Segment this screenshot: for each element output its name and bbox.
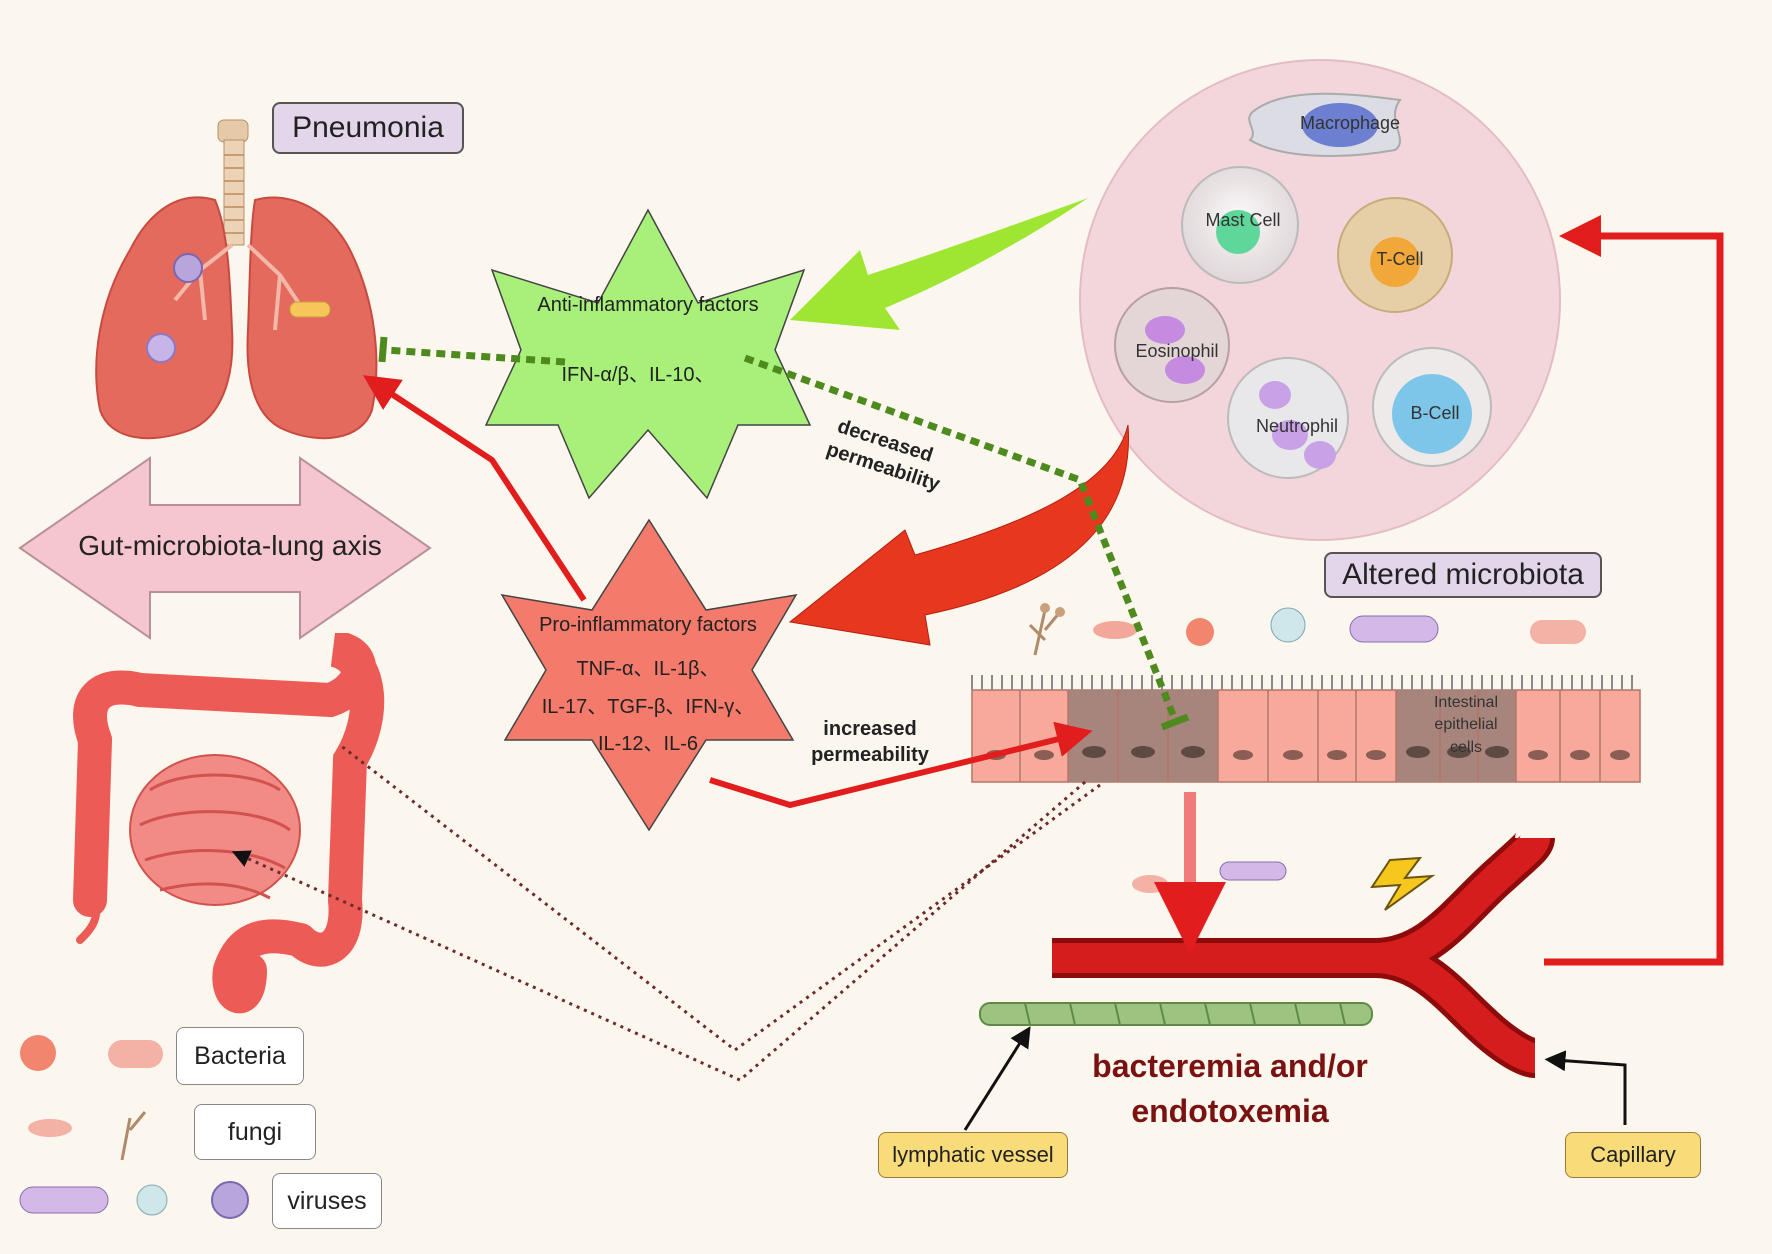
immune-cells-illustration [1114, 92, 1492, 479]
pro-inflammatory-line1: TNF-α、IL-1β、 [576, 658, 720, 680]
mast-cell-label: Mast Cell [1205, 210, 1281, 230]
legend-fungi: fungi [194, 1104, 316, 1160]
lymphatic-vessel-label: lymphatic vessel [878, 1132, 1068, 1178]
translocating-virus [1219, 861, 1287, 881]
inhibit-line-lungs [384, 346, 566, 366]
epithelial-label-3: cells [1449, 739, 1482, 756]
pro-inflammatory-star [500, 518, 798, 832]
epithelial-cell-row [971, 675, 1641, 783]
neutrophil-label: Neutrophil [1255, 416, 1339, 436]
anti-inflammatory-title: Anti-inflammatory factors [537, 294, 759, 316]
gut-lung-axis-arrow [18, 456, 432, 640]
microbiota-row [1028, 603, 1586, 656]
increased-permeability-label: permeability [811, 744, 929, 766]
anti-inflammatory-star [484, 208, 812, 500]
t-cell-label: T-Cell [1376, 249, 1424, 269]
pneumonia-label: Pneumonia [272, 102, 464, 154]
dotted-line-2 [231, 780, 1086, 1082]
pro-inflammatory-title: Pro-inflammatory factors [539, 614, 757, 636]
inhibit-bar-lungs [378, 336, 388, 363]
axis-label: Gut-microbiota-lung axis [78, 530, 382, 561]
altered-microbiota-label: Altered microbiota [1324, 552, 1602, 598]
legend-viruses: viruses [272, 1173, 382, 1229]
intestine-illustration [73, 633, 385, 1014]
pointer-lymphatic [963, 1026, 1031, 1131]
translocating-bacterium [1132, 875, 1168, 893]
bacteremia-label: bacteremia and/or [1092, 1048, 1368, 1084]
legend-bacteria: Bacteria [176, 1027, 304, 1085]
green-arrow [790, 198, 1088, 330]
arrow-pro-to-lungs [362, 375, 587, 602]
arrow-feedback-loop [1544, 215, 1724, 966]
capillary-label: Capillary [1565, 1132, 1701, 1178]
lymphatic-vessel [979, 1002, 1373, 1026]
increased-label: increased [823, 718, 917, 740]
epithelial-label-2: epithelial [1434, 716, 1498, 733]
b-cell-label: B-Cell [1410, 403, 1460, 423]
pro-inflammatory-line3: IL-12、IL-6 [597, 733, 699, 755]
pointer-capillary [1544, 1050, 1627, 1125]
inhibit-line-epithelium [743, 354, 1179, 722]
capillary-vessel [1052, 831, 1555, 1078]
lightning-icon [1370, 856, 1436, 911]
endotoxemia-label: endotoxemia [1131, 1093, 1329, 1129]
lungs-illustration [95, 119, 378, 440]
legend-icons [19, 1035, 249, 1219]
epithelial-label-1: Intestinal [1433, 694, 1499, 711]
macrophage-label: Macrophage [1299, 113, 1401, 133]
red-curved-arrow [788, 424, 1130, 646]
inhibit-bar-epithelium [1160, 713, 1190, 731]
eosinophil-label: Eosinophil [1135, 341, 1219, 361]
anti-inflammatory-list: IFN-α/β、IL-10、 [561, 364, 715, 386]
arrow-pro-to-epithelium [709, 721, 1093, 809]
pro-inflammatory-line2: IL-17、TGF-β、IFN-γ、 [541, 696, 755, 718]
